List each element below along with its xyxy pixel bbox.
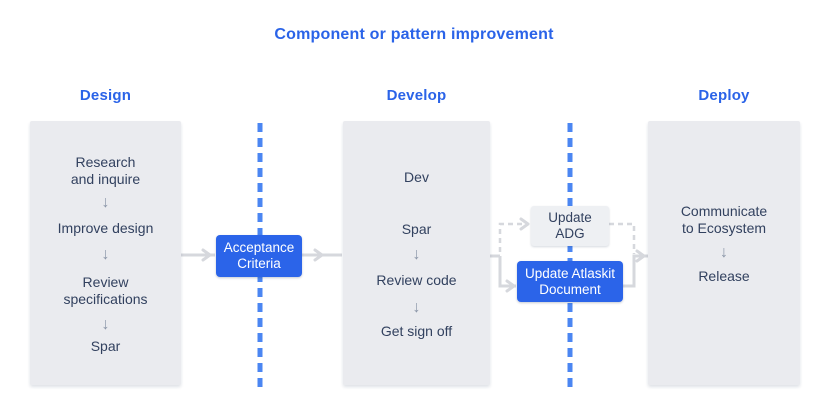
step-line: and inquire — [70, 171, 141, 187]
diagram-title: Component or pattern improvement — [274, 26, 554, 43]
node-line: Document — [539, 281, 601, 297]
step-line: Get sign off — [380, 323, 453, 339]
down-arrow-icon: ↓ — [412, 299, 421, 316]
arrowhead-atlaskit-to-deploy — [635, 249, 646, 263]
step-communicate-to-ecosystem: Communicate to Ecosystem — [648, 203, 800, 237]
node-line: Acceptance — [223, 240, 295, 255]
step-spar-design: Spar — [30, 338, 181, 355]
arrow-develop-to-atlaskit — [498, 256, 516, 288]
node-line: Update Atlaskit — [524, 265, 616, 281]
update-adg-node: Update ADG — [531, 206, 609, 246]
step-line: Improve design — [57, 220, 154, 236]
down-arrow-icon: ↓ — [412, 246, 421, 263]
acceptance-criteria-node: Acceptance Criteria — [216, 235, 302, 277]
down-arrow-icon: ↓ — [720, 244, 728, 261]
arrow-atlaskit-to-deploy — [623, 254, 648, 288]
step-improve-design: Improve design — [30, 220, 181, 237]
node-line: ADG — [555, 226, 585, 241]
design-phase-box — [30, 121, 181, 385]
deploy-phase-box — [648, 121, 800, 385]
node-line: Update — [548, 210, 592, 225]
step-line: Spar — [401, 221, 432, 237]
develop-phase-header: Develop — [386, 87, 447, 104]
dashed-arrow-adg-to-merge — [609, 222, 636, 254]
step-review-specifications: Review specifications — [30, 274, 181, 308]
down-arrow-icon: ↓ — [101, 246, 110, 263]
develop-phase-box — [343, 121, 490, 385]
node-line: Criteria — [237, 256, 281, 271]
arrowhead-develop-to-adg — [519, 217, 530, 231]
dashed-arrow-develop-to-adg — [498, 222, 524, 252]
down-arrow-icon: ↓ — [101, 316, 110, 333]
arrowhead-design-to-acceptance — [201, 248, 212, 262]
update-atlaskit-document-node: Update Atlaskit Document — [517, 261, 623, 302]
down-arrow-icon: ↓ — [101, 194, 110, 211]
arrowhead-acceptance-to-develop — [313, 248, 324, 262]
step-line: Communicate — [680, 203, 768, 219]
step-line: Dev — [404, 169, 429, 185]
design-phase-header: Design — [79, 87, 132, 104]
step-review-code: Review code — [343, 272, 490, 289]
step-get-sign-off: Get sign off — [343, 323, 490, 340]
step-line: Research — [75, 154, 136, 170]
step-release: Release — [648, 268, 800, 285]
step-line: Spar — [90, 338, 121, 354]
deploy-phase-header: Deploy — [698, 87, 750, 104]
loop-label-dev: Dev — [343, 169, 490, 186]
step-line: to Ecosystem — [681, 220, 767, 236]
step-line: specifications — [63, 291, 148, 307]
loop-label-spar: Spar — [343, 221, 490, 238]
step-line: Release — [698, 268, 750, 284]
arrowhead-develop-to-atlaskit — [505, 279, 516, 293]
step-line: Review code — [376, 272, 457, 288]
step-line: Review — [82, 274, 129, 290]
step-research-and-inquire: Research and inquire — [30, 154, 181, 188]
